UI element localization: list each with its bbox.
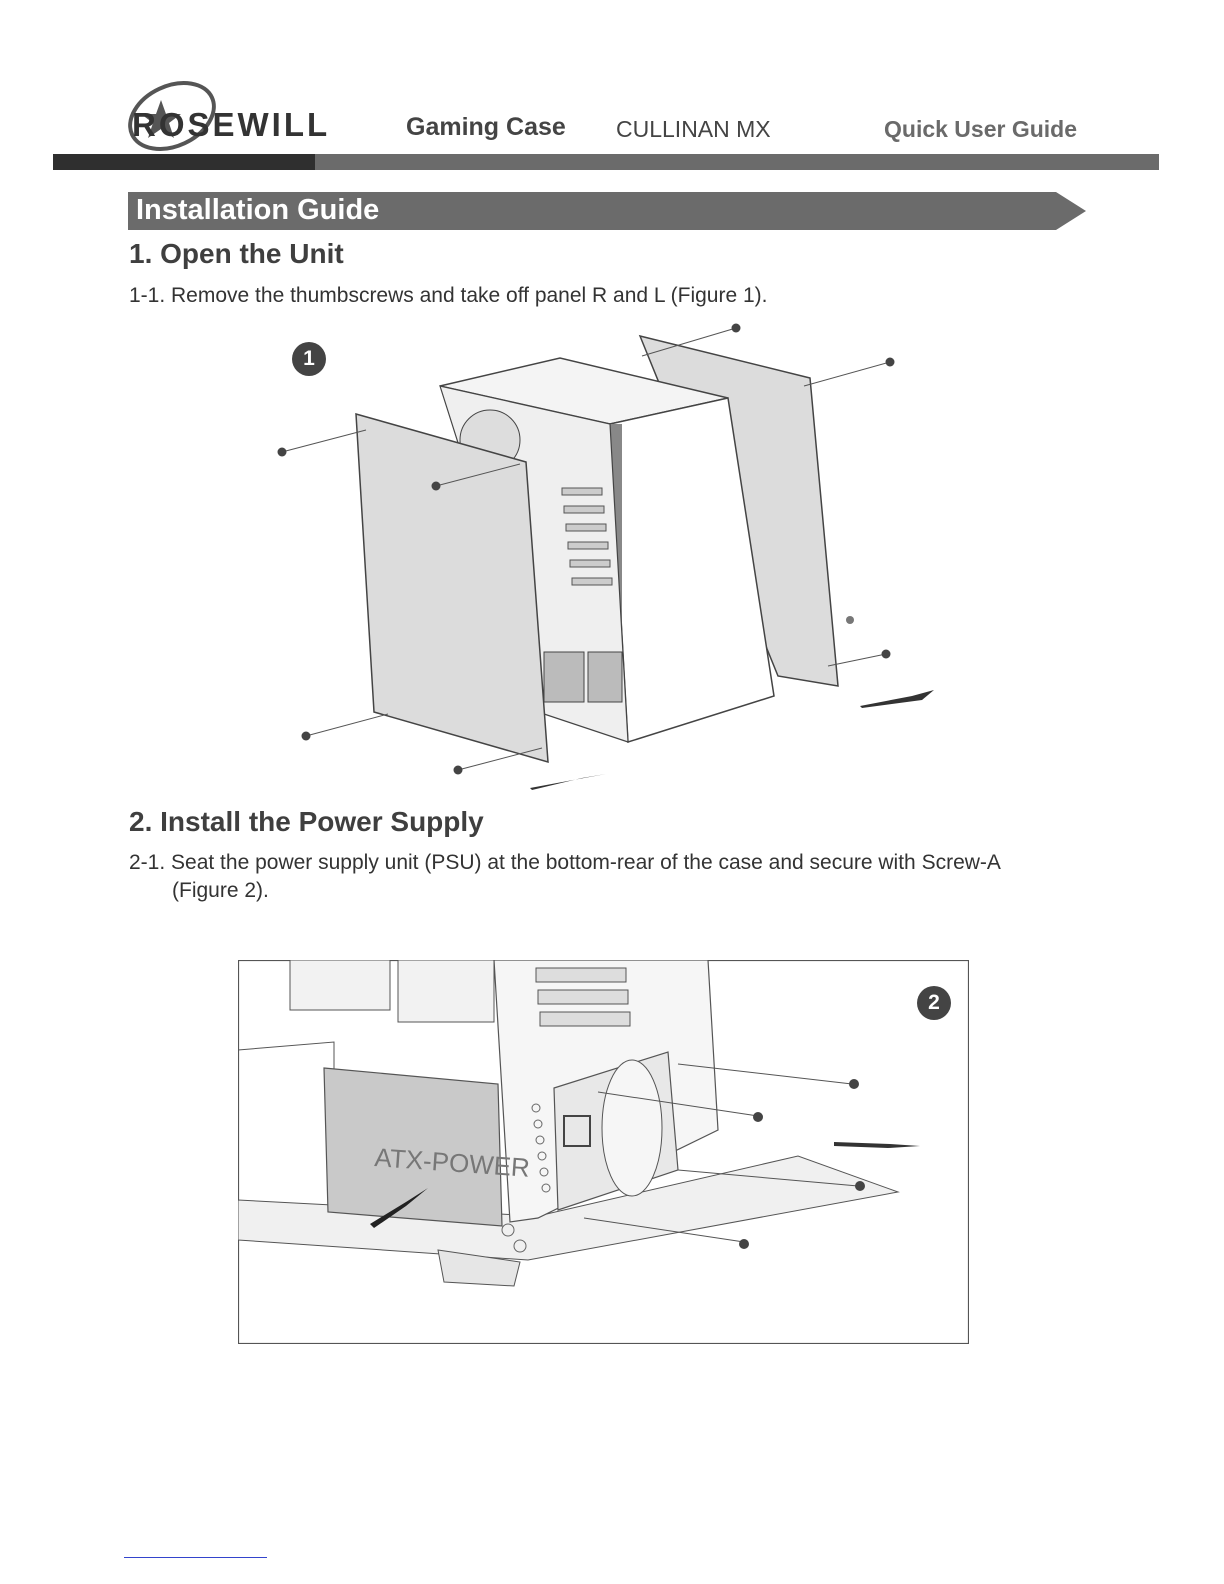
section-title: Installation Guide	[136, 194, 379, 227]
header-guide-title: Quick User Guide	[884, 116, 1077, 143]
figure-1-case-panels	[262, 316, 962, 796]
section-banner: Installation Guide	[128, 192, 1086, 230]
figure-1-badge: 1	[292, 342, 326, 376]
step2-text: 2-1. Seat the power supply unit (PSU) at…	[129, 849, 1001, 877]
header-model: CULLINAN MX	[616, 116, 771, 143]
step1-heading: 1. Open the Unit	[129, 238, 344, 270]
step1-text: 1-1. Remove the thumbscrews and take off…	[129, 282, 768, 310]
footer-rule	[124, 1557, 267, 1558]
step2-heading: 2. Install the Power Supply	[129, 806, 484, 838]
figure-2-psu-install: ATX-POWER	[238, 960, 969, 1344]
figure-2-badge: 2	[917, 986, 951, 1020]
brand-name: ROSEWILL	[132, 106, 330, 144]
header-bar-dark	[53, 154, 315, 170]
step2-text-continued: (Figure 2).	[172, 877, 269, 905]
header-bar-light	[315, 154, 1159, 170]
header-product: Gaming Case	[406, 113, 566, 142]
